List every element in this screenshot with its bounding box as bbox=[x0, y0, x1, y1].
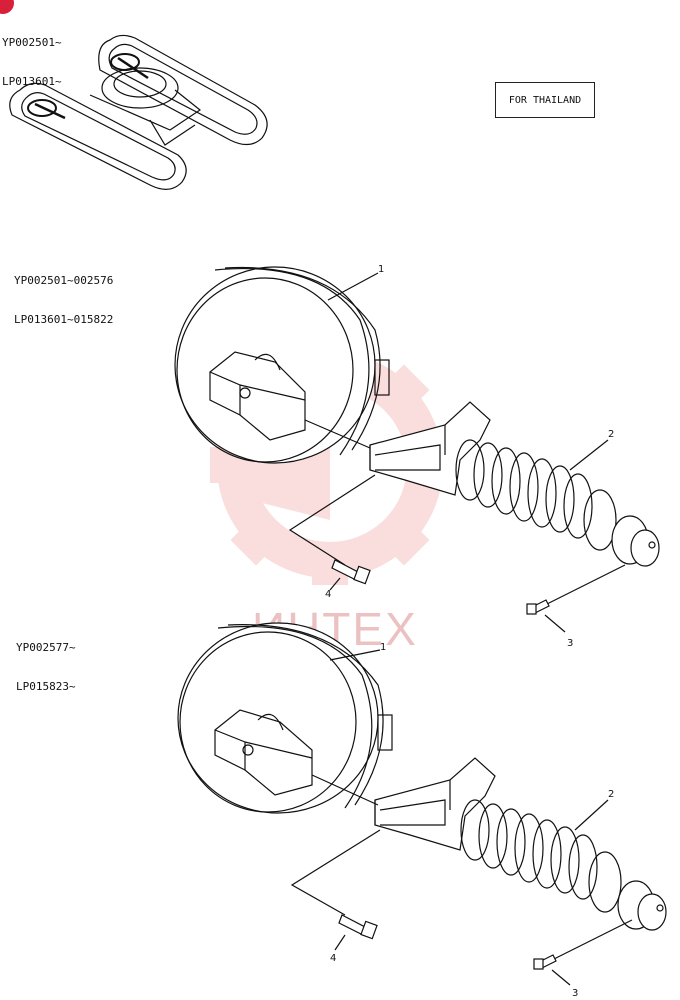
corner-badge bbox=[0, 0, 14, 14]
callout-spring-a: 2 bbox=[608, 429, 614, 440]
overview-serial-range: YP002501~ LP013601~ bbox=[2, 10, 62, 114]
serial-line: LP013601~ bbox=[2, 75, 62, 88]
idler-assembly-group-a bbox=[174, 266, 660, 633]
serial-line: YP002501~ bbox=[2, 36, 62, 49]
region-note-box: FOR THAILAND bbox=[495, 82, 595, 118]
group-b-serial-range: YP002577~ LP015823~ bbox=[16, 615, 76, 719]
callout-bolt4-a: 4 bbox=[325, 589, 331, 600]
callout-spring-b: 2 bbox=[608, 789, 614, 800]
group-a-serial-range: YP002501~002576 LP013601~015822 bbox=[14, 248, 113, 352]
idler-assembly-group-b bbox=[177, 622, 667, 986]
callout-idler-b: 1 bbox=[380, 642, 386, 653]
callout-idler-a: 1 bbox=[378, 264, 384, 275]
callout-bolt4-b: 4 bbox=[330, 953, 336, 964]
undercarriage-overview bbox=[9, 34, 268, 190]
callout-bolt3-a: 3 bbox=[567, 638, 573, 649]
serial-line: LP013601~015822 bbox=[14, 313, 114, 326]
serial-line: LP015823~ bbox=[16, 680, 76, 693]
serial-line: YP002501~002576 bbox=[14, 274, 114, 287]
callout-bolt3-b: 3 bbox=[572, 988, 578, 999]
serial-line: YP002577~ bbox=[16, 641, 76, 654]
